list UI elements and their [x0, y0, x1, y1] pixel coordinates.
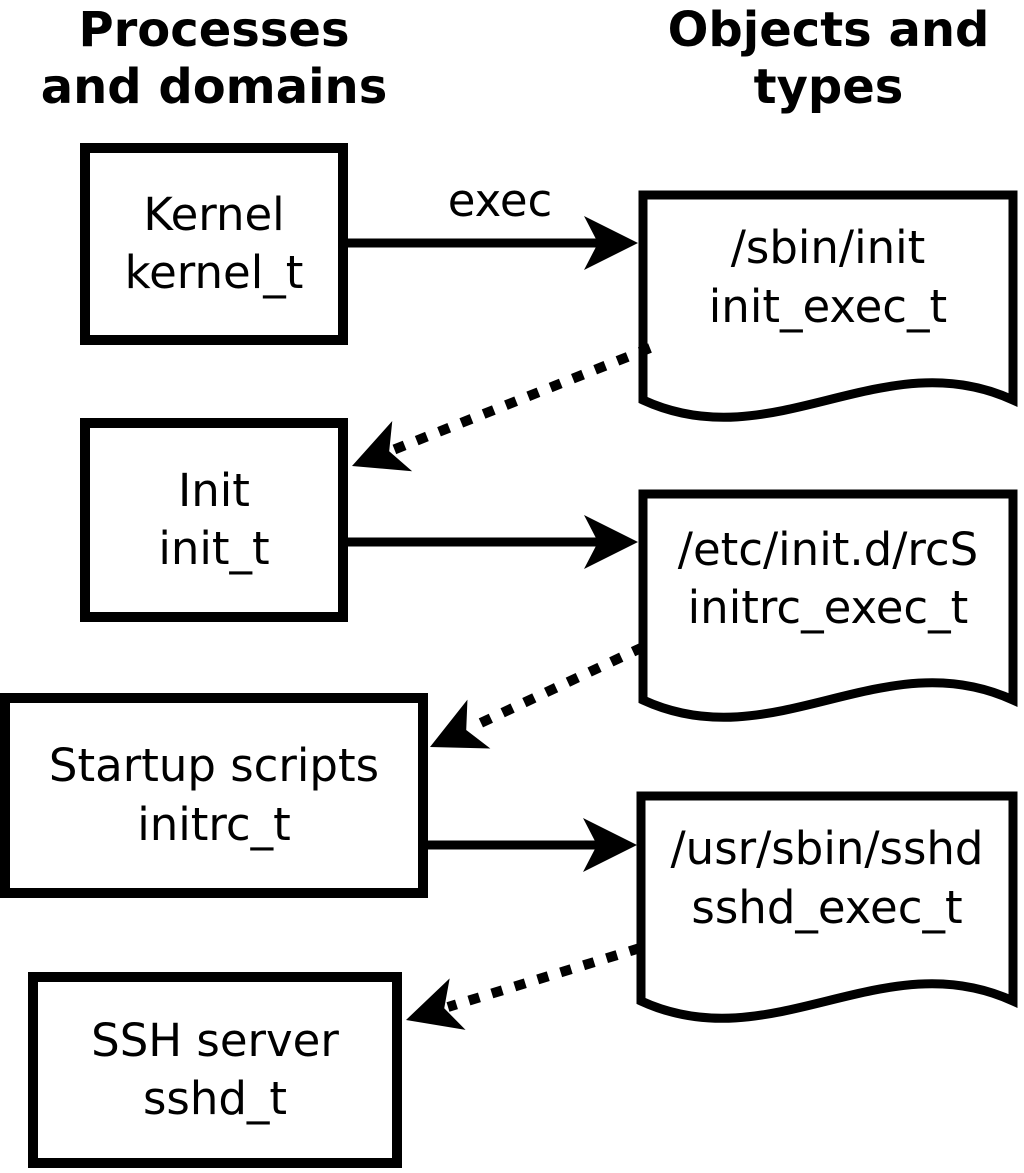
heading-line: and domains	[40, 58, 388, 115]
document-etc-initd-rcs	[638, 489, 1018, 722]
process-type: initrc_t	[137, 797, 291, 851]
object-type: init_exec_t	[708, 279, 948, 333]
heading-line: Processes	[78, 2, 350, 58]
transition-arrow-init-exec-to-init-t	[352, 343, 652, 472]
process-type: init_t	[158, 522, 270, 575]
kernel-box	[80, 143, 348, 345]
process-type: kernel_t	[124, 246, 304, 299]
ssh-server-box-label: SSH server sshd_t	[28, 972, 402, 1168]
process-type: sshd_t	[142, 1072, 288, 1125]
init-box-label: Init init_t	[80, 418, 348, 622]
document-usr-sbin-sshd-label: /usr/sbin/sshd sshd_exec_t	[641, 796, 1013, 961]
exec-arrow-startup-to-sshd	[424, 818, 637, 872]
object-type: sshd_exec_t	[691, 880, 963, 934]
column-heading-processes-and-domains: Processes and domains	[24, 2, 404, 115]
column-heading-objects-and-types: Objects and types	[640, 2, 1017, 115]
heading-line: types	[753, 58, 904, 115]
process-name: Kernel	[143, 187, 285, 241]
heading-line: Objects and	[667, 2, 990, 58]
init-box	[80, 418, 348, 622]
document-etc-initd-rcs-label: /etc/init.d/rcS initrc_exec_t	[643, 494, 1013, 664]
ssh-server-box	[28, 972, 402, 1168]
object-path: /etc/init.d/rcS	[677, 522, 979, 576]
document-sbin-init	[638, 190, 1018, 422]
transition-arrow-sshd-exec-to-sshd-t	[406, 943, 642, 1030]
startup-scripts-box-label: Startup scripts initrc_t	[0, 693, 428, 898]
process-name: SSH server	[91, 1013, 339, 1067]
process-name: Startup scripts	[48, 739, 380, 793]
object-path: /sbin/init	[730, 221, 926, 275]
kernel-box-label: Kernel kernel_t	[80, 143, 348, 345]
exec-arrow-kernel-to-sbin-init	[346, 216, 638, 270]
object-path: /usr/sbin/sshd	[670, 822, 984, 876]
document-usr-sbin-sshd	[636, 791, 1018, 1023]
exec-edge-label: exec	[447, 174, 553, 227]
process-name: Init	[178, 463, 250, 517]
document-sbin-init-label: /sbin/init init_exec_t	[643, 195, 1013, 360]
startup-scripts-box	[0, 693, 428, 898]
object-type: initrc_exec_t	[687, 581, 969, 634]
transition-arrow-initrc-exec-to-initrc-t	[430, 642, 646, 749]
exec-arrow-init-to-rcs	[346, 515, 638, 569]
